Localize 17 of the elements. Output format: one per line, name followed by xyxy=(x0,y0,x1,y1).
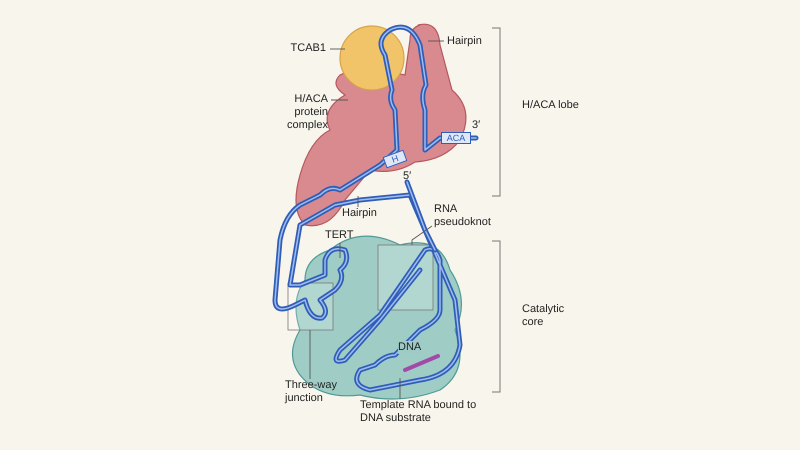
part-label: TERT xyxy=(325,229,359,242)
strand-end-label: 3′ xyxy=(472,119,482,132)
bracket-label: H/ACA lobe xyxy=(522,99,580,112)
part-label: TCAB1 xyxy=(290,42,326,55)
strand-end-label: 5′ xyxy=(403,170,412,183)
part-label: Hairpin xyxy=(447,35,487,48)
part-label: RNA pseudoknot xyxy=(434,203,494,229)
leader-line xyxy=(412,226,432,246)
part-label: Hairpin xyxy=(342,207,390,220)
part-label: Three-way junction xyxy=(285,379,345,405)
leader-line xyxy=(330,48,346,50)
part-label: Template RNA bound to DNA substrate xyxy=(360,399,495,425)
sequence-box: ACA xyxy=(441,132,471,144)
molecule-label: DNA xyxy=(398,341,422,354)
leader-line xyxy=(428,40,444,42)
bracket-label: Catalytic core xyxy=(522,303,566,329)
part-label: H/ACA protein complex xyxy=(280,93,328,132)
